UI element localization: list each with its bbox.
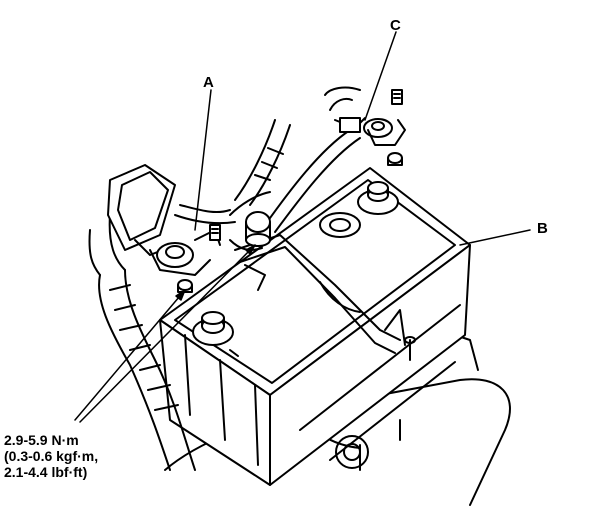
battery-caps (320, 213, 360, 237)
leader-b (460, 230, 530, 245)
torque-specification: 2.9-5.9 N·m (0.3-0.6 kgf·m, 2.1-4.4 lbf·… (4, 432, 98, 480)
battery-terminal-negative (193, 312, 238, 356)
callout-b: B (537, 220, 548, 237)
negative-terminal-clamp (150, 205, 235, 292)
main-cables (230, 120, 360, 250)
torque-line-kgfm: (0.3-0.6 kgf·m, (4, 448, 99, 464)
leader-a (195, 90, 211, 230)
leader-torque-1 (75, 290, 185, 420)
torque-line-nm: 2.9-5.9 N·m (4, 432, 79, 448)
callout-c: C (390, 17, 401, 34)
leader-c (365, 32, 396, 120)
torque-line-lbfft: 2.1-4.4 lbf·ft) (4, 464, 88, 480)
arrowhead-1 (176, 290, 185, 300)
negative-cable-harness (89, 165, 195, 470)
battery-terminal-positive (358, 182, 398, 214)
arrowhead-2 (246, 245, 255, 254)
battery-body (160, 168, 470, 485)
leader-torque-2 (80, 245, 255, 422)
leader-lines (75, 32, 530, 422)
positive-terminal-clamp (325, 88, 405, 165)
callout-a: A (203, 74, 214, 91)
